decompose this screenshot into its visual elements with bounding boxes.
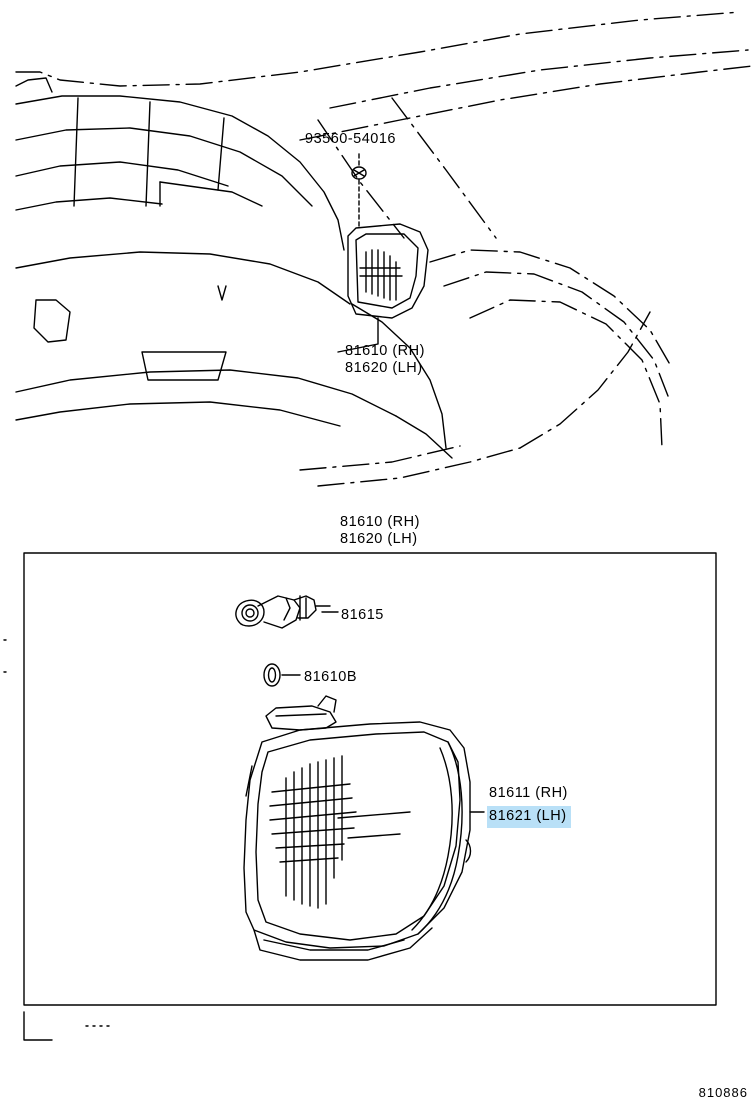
label-top-lamp-lh: 81620 (LH) bbox=[345, 360, 423, 376]
leader-top-lamp bbox=[337, 317, 379, 353]
label-lens-rh: 81611 (RH) bbox=[489, 785, 568, 801]
label-screw-code: 93560-54016 bbox=[305, 131, 396, 147]
diagram-sheet-code: 810886 bbox=[698, 1085, 748, 1100]
registration-marks bbox=[3, 639, 111, 1027]
detail-box-heading-lh: 81620 (LH) bbox=[340, 531, 418, 547]
vehicle-body-phantom-outline bbox=[15, 11, 753, 487]
lamp-lens-assembly-illustration bbox=[243, 695, 472, 961]
label-top-lamp-rh: 81610 (RH) bbox=[345, 343, 425, 359]
front-end-body-lines bbox=[15, 77, 453, 459]
detail-box-heading-rh: 81610 (RH) bbox=[340, 514, 420, 530]
seal-81610b-illustration bbox=[263, 663, 281, 687]
socket-bulb-assembly-illustration bbox=[235, 595, 331, 629]
corner-lamp-top-view bbox=[347, 223, 429, 319]
label-lens-lh-highlighted: 81621 (LH) bbox=[487, 806, 571, 828]
label-part-81615: 81615 bbox=[341, 607, 384, 623]
label-part-81610b: 81610B bbox=[304, 669, 357, 685]
screw-93560-54016 bbox=[351, 153, 367, 229]
detail-box-frame bbox=[23, 552, 717, 1041]
